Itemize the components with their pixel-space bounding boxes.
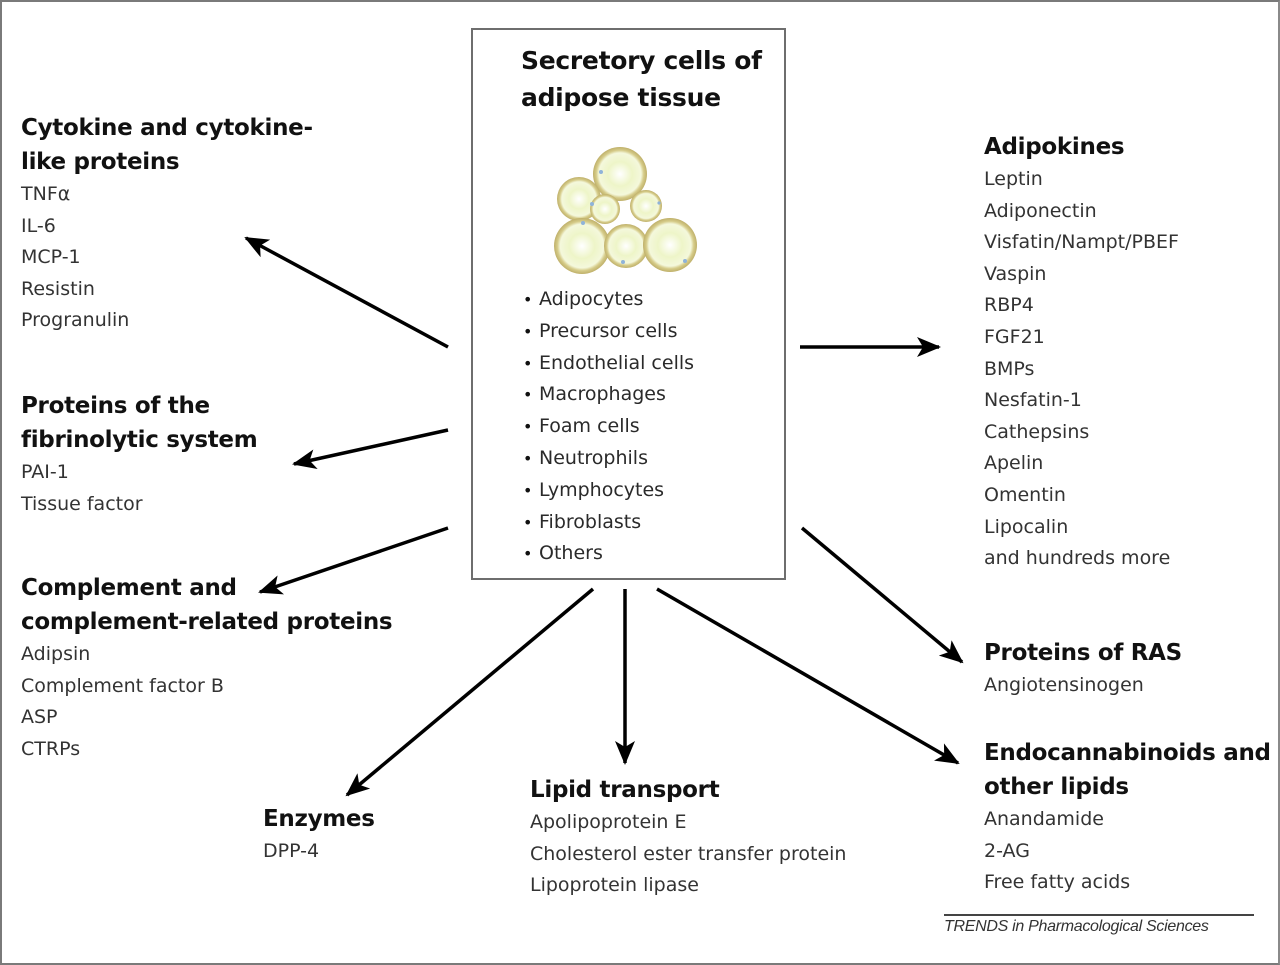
cell-list-item: •Precursor cells	[523, 319, 678, 342]
secretory-cells-box: Secretory cells of adipose tissue	[471, 28, 786, 580]
group-cytokine-title: Cytokine and cytokine- like proteins	[21, 115, 313, 175]
list-item: ASP	[21, 706, 58, 729]
arrow-to-enzymes	[345, 587, 595, 797]
list-item: Nesfatin-1	[984, 389, 1082, 412]
list-item: PAI-1	[21, 461, 69, 483]
list-item: 2-AG	[984, 839, 1030, 862]
group-ras-items: Angiotensinogen	[984, 670, 1182, 702]
list-item: CTRPs	[21, 737, 81, 760]
group-lipid-transport-title: Lipid transport	[530, 777, 720, 803]
list-item: FGF21	[984, 325, 1045, 348]
cell-list-item: •Others	[523, 542, 603, 565]
group-complement-title: Complement and complement-related protei…	[21, 575, 393, 635]
adipocyte-cells	[554, 147, 697, 274]
group-fibrinolytic: Proteins of the fibrinolytic system PAI-…	[21, 389, 258, 520]
list-item: Angiotensinogen	[984, 674, 1144, 696]
list-item: and hundreds more	[984, 547, 1171, 570]
list-item: Lipocalin	[984, 515, 1069, 538]
center-title: Secretory cells of adipose tissue	[521, 42, 762, 116]
list-item: MCP-1	[21, 246, 81, 269]
group-lipid-transport-items: Apolipoprotein E Cholesterol ester trans…	[530, 807, 846, 902]
group-cytokine: Cytokine and cytokine- like proteins TNF…	[21, 111, 313, 337]
list-item: Tissue factor	[21, 492, 143, 515]
list-item: Omentin	[984, 483, 1066, 506]
group-cytokine-items: TNFα IL-6 MCP-1 Resistin Progranulin	[21, 179, 313, 337]
list-item: RBP4	[984, 294, 1034, 317]
cell-list-item: •Foam cells	[523, 415, 640, 438]
list-item: Anandamide	[984, 808, 1104, 830]
center-title-line1: Secretory cells of	[521, 46, 762, 75]
group-fibrinolytic-items: PAI-1 Tissue factor	[21, 457, 257, 520]
list-item: Cholesterol ester transfer protein	[530, 842, 847, 865]
cell-list-item: •Neutrophils	[523, 446, 648, 469]
group-complement: Complement and complement-related protei…	[21, 571, 393, 765]
list-item: Lipoprotein lipase	[530, 874, 699, 897]
list-item: Apolipoprotein E	[530, 811, 687, 833]
arrow-to-ras	[800, 526, 964, 664]
list-item: Vaspin	[984, 262, 1047, 285]
list-item: Cathepsins	[984, 420, 1090, 443]
cell-list-item: •Fibroblasts	[523, 510, 642, 533]
list-item: IL-6	[21, 214, 56, 237]
list-item: Apelin	[984, 452, 1044, 475]
group-adipokines-items: Leptin Adiponectin Visfatin/Nampt/PBEF V…	[984, 164, 1179, 575]
list-item: Leptin	[984, 168, 1043, 190]
group-complement-items: Adipsin Complement factor B ASP CTRPs	[21, 639, 392, 765]
journal-credit: TRENDS in Pharmacological Sciences	[944, 914, 1254, 936]
list-item: Adiponectin	[984, 199, 1097, 222]
group-enzymes-items: DPP-4	[263, 836, 375, 868]
arrow-to-cytokine	[244, 236, 449, 349]
arrow-to-endocannabinoids	[656, 587, 960, 765]
list-item: Adipsin	[21, 643, 91, 665]
group-endocannabinoids: Endocannabinoids and other lipids Ananda…	[984, 736, 1271, 899]
list-item: BMPs	[984, 357, 1035, 380]
group-adipokines-title: Adipokines	[984, 134, 1125, 160]
secretory-cell-list: •Adipocytes •Precursor cells •Endothelia…	[523, 284, 694, 570]
group-ras: Proteins of RAS Angiotensinogen	[984, 636, 1182, 702]
adipocyte-cluster-icon	[554, 147, 697, 274]
list-item: Resistin	[21, 277, 95, 300]
group-fibrinolytic-title: Proteins of the fibrinolytic system	[21, 393, 258, 453]
list-item: Complement factor B	[21, 674, 224, 697]
list-item: TNFα	[21, 183, 71, 205]
cell-list-item: •Macrophages	[523, 383, 666, 406]
list-item: Free fatty acids	[984, 871, 1131, 894]
arrow-to-fibrinolytic	[292, 428, 449, 470]
cell-list-item: •Endothelial cells	[523, 351, 695, 374]
center-title-line2: adipose tissue	[521, 83, 721, 112]
group-lipid-transport: Lipid transport Apolipoprotein E Cholest…	[530, 773, 846, 902]
cell-list-item: •Lymphocytes	[523, 478, 665, 501]
list-item: Visfatin/Nampt/PBEF	[984, 231, 1179, 254]
arrow-to-complement	[258, 526, 449, 595]
group-enzymes-title: Enzymes	[263, 806, 375, 832]
list-item: DPP-4	[263, 840, 320, 862]
group-endocannabinoids-title: Endocannabinoids and other lipids	[984, 740, 1271, 800]
cell-list-item: •Adipocytes	[523, 288, 644, 310]
group-ras-title: Proteins of RAS	[984, 640, 1182, 666]
group-endocannabinoids-items: Anandamide 2-AG Free fatty acids	[984, 804, 1271, 899]
group-enzymes: Enzymes DPP-4	[263, 802, 375, 868]
list-item: Progranulin	[21, 309, 130, 332]
group-adipokines: Adipokines Leptin Adiponectin Visfatin/N…	[984, 130, 1179, 575]
